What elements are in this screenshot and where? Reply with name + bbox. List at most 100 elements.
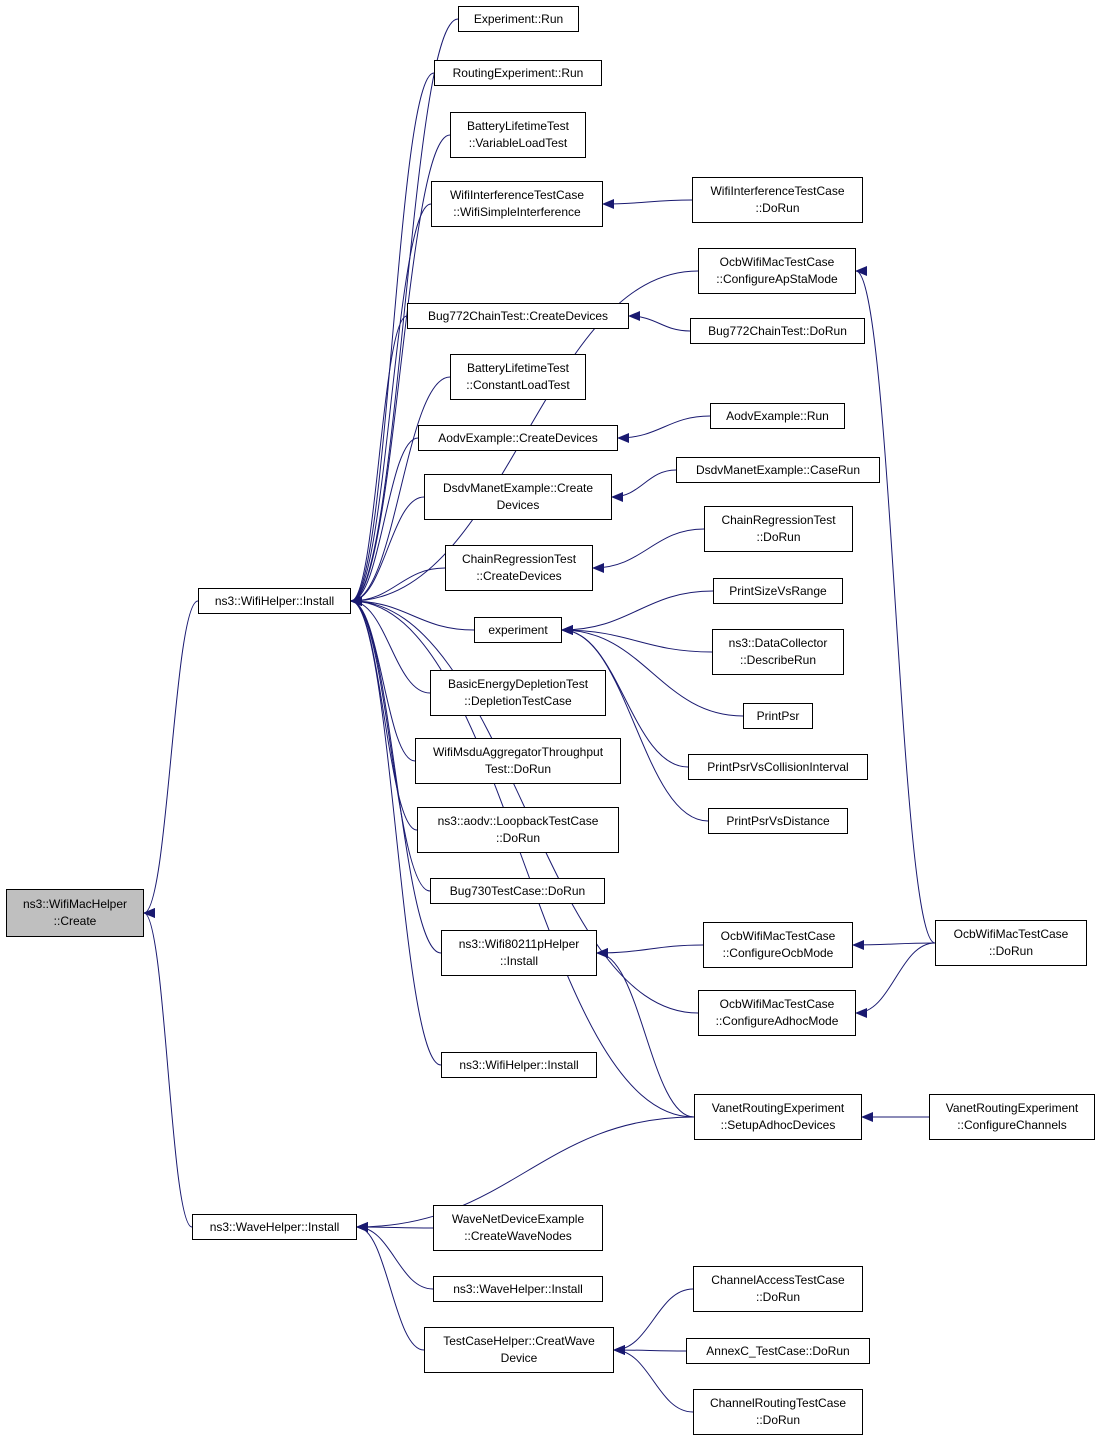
call-edge-dsdv_caserun-to-dsdv_create <box>611 469 677 502</box>
caller-node-wifiinterf-dorun[interactable]: WifiInterferenceTestCase::DoRun <box>692 177 863 223</box>
node-label-line: OcbWifiMacTestCase <box>719 997 835 1011</box>
node-label-line: Test::DoRun <box>484 762 552 776</box>
node-label-line: PrintPsrVsDistance <box>726 813 830 828</box>
call-edge-wifihelper_install2-to-wifihelper_install <box>350 596 442 1066</box>
node-label-line: Device <box>500 1351 538 1365</box>
node-label-line: Bug772ChainTest::DoRun <box>708 323 847 338</box>
call-edge-testcase_creat-to-wavehelper_install <box>356 1222 425 1351</box>
caller-node-ocb-ocbmode[interactable]: OcbWifiMacTestCase::ConfigureOcbMode <box>703 922 853 968</box>
call-edge-chain_dorun-to-chain_create <box>592 528 705 573</box>
node-label-line: ::WifiSimpleInterference <box>453 205 581 219</box>
call-edge-ocb_dorun-to-ocb_ocbmode <box>852 939 936 950</box>
node-label-line: ::ConfigureChannels <box>957 1118 1067 1132</box>
caller-node-channelrouting[interactable]: ChannelRoutingTestCase::DoRun <box>693 1389 863 1435</box>
node-label-line: ::DepletionTestCase <box>464 694 572 708</box>
caller-node-battery-constant[interactable]: BatteryLifetimeTest::ConstantLoadTest <box>450 354 586 400</box>
caller-node-bug772-create[interactable]: Bug772ChainTest::CreateDevices <box>407 303 629 329</box>
call-edge-bug730-to-wifihelper_install <box>350 596 431 892</box>
call-edge-routingexp_run-to-wifihelper_install <box>350 72 435 606</box>
caller-node-bug772-dorun[interactable]: Bug772ChainTest::DoRun <box>690 318 865 344</box>
call-edge-channelaccess-to-testcase_creat <box>613 1288 694 1355</box>
call-edge-aodv_create-to-wifihelper_install <box>350 437 419 606</box>
node-label-line: ::VariableLoadTest <box>468 136 568 150</box>
node-label-line: BatteryLifetimeTest <box>466 361 570 375</box>
call-edge-printpsr_distance-to-experiment <box>561 625 709 822</box>
node-label-line: ns3::WifiMacHelper <box>22 897 128 911</box>
caller-node-wifi80211p[interactable]: ns3::Wifi80211pHelper::Install <box>441 930 597 976</box>
node-label-line: VanetRoutingExperiment <box>945 1101 1079 1115</box>
caller-node-experiment[interactable]: experiment <box>474 617 562 643</box>
call-edge-chain_create-to-wifihelper_install <box>350 567 446 606</box>
node-label-line: ChannelRoutingTestCase <box>709 1396 847 1410</box>
call-edge-wavehelper_install-to-root <box>143 908 193 1228</box>
call-edge-ocb_dorun-to-ocb_apsta <box>855 266 936 944</box>
caller-node-printpsr[interactable]: PrintPsr <box>743 703 813 729</box>
node-label-line: OcbWifiMacTestCase <box>719 255 835 269</box>
caller-node-printpsr-distance[interactable]: PrintPsrVsDistance <box>708 808 848 834</box>
node-label-line: VanetRoutingExperiment <box>711 1101 845 1115</box>
caller-node-bug730[interactable]: Bug730TestCase::DoRun <box>430 878 605 904</box>
call-edge-wifihelper_install-to-root <box>143 600 199 918</box>
caller-node-aodv-loopback[interactable]: ns3::aodv::LoopbackTestCase::DoRun <box>417 807 619 853</box>
caller-node-vanet-configure[interactable]: VanetRoutingExperiment::ConfigureChannel… <box>929 1094 1095 1140</box>
call-edge-ocb_dorun-to-ocb_adhoc <box>855 942 936 1018</box>
node-label-line: ::Create <box>53 914 97 928</box>
node-label-line: OcbWifiMacTestCase <box>953 927 1069 941</box>
caller-node-experiment-run[interactable]: Experiment::Run <box>458 6 579 32</box>
caller-node-wavehelper-install2[interactable]: ns3::WaveHelper::Install <box>433 1276 603 1302</box>
node-label-line: PrintPsr <box>756 708 800 723</box>
node-label-line: WifiMsduAggregatorThroughput <box>432 745 604 759</box>
node-label-line: ::CreateDevices <box>476 569 562 583</box>
call-edge-printsizevsrange-to-experiment <box>561 590 714 635</box>
caller-node-printpsr-collision[interactable]: PrintPsrVsCollisionInterval <box>688 754 868 780</box>
call-edge-battery_constant-to-wifihelper_install <box>350 376 451 606</box>
caller-node-wavenet-create[interactable]: WaveNetDeviceExample::CreateWaveNodes <box>433 1205 603 1251</box>
caller-node-wifihelper-install2[interactable]: ns3::WifiHelper::Install <box>441 1052 597 1078</box>
node-label-line: PrintPsrVsCollisionInterval <box>707 759 849 774</box>
call-edge-printpsr-to-experiment <box>561 625 744 717</box>
caller-node-wifihelper-install[interactable]: ns3::WifiHelper::Install <box>198 588 351 614</box>
caller-node-datacollector[interactable]: ns3::DataCollector::DescribeRun <box>712 629 844 675</box>
caller-node-wifiinterf-simple[interactable]: WifiInterferenceTestCase::WifiSimpleInte… <box>431 181 603 227</box>
call-edge-vanet_setup-to-wifi80211p <box>596 948 695 1118</box>
caller-node-aodv-create[interactable]: AodvExample::CreateDevices <box>418 425 618 451</box>
caller-node-battery-variable[interactable]: BatteryLifetimeTest::VariableLoadTest <box>450 112 586 158</box>
caller-node-chain-create[interactable]: ChainRegressionTest::CreateDevices <box>445 545 593 591</box>
node-label-line: ::DoRun <box>495 831 541 845</box>
caller-node-basicenergy[interactable]: BasicEnergyDepletionTest::DepletionTestC… <box>430 670 606 716</box>
caller-node-wavehelper-install[interactable]: ns3::WaveHelper::Install <box>192 1214 357 1240</box>
node-label-line: ::ConfigureApStaMode <box>716 272 838 286</box>
node-label-line: Bug772ChainTest::CreateDevices <box>427 308 609 323</box>
call-edge-annexc-to-testcase_creat <box>613 1345 687 1356</box>
node-label-line: Experiment::Run <box>473 11 564 26</box>
caller-node-printsizevsrange[interactable]: PrintSizeVsRange <box>713 578 843 604</box>
call-edge-wifiinterf_dorun-to-wifiinterf_simple <box>602 198 693 209</box>
caller-node-aodv-run[interactable]: AodvExample::Run <box>710 403 845 429</box>
node-label-line: AodvExample::Run <box>726 408 829 423</box>
call-edge-channelrouting-to-testcase_creat <box>613 1345 694 1413</box>
caller-node-annexc[interactable]: AnnexC_TestCase::DoRun <box>686 1338 870 1364</box>
caller-node-channelaccess[interactable]: ChannelAccessTestCase::DoRun <box>693 1266 863 1312</box>
node-label-line: DsdvManetExample::Create <box>442 481 594 495</box>
caller-node-ocb-adhoc[interactable]: OcbWifiMacTestCase::ConfigureAdhocMode <box>698 990 856 1036</box>
node-label-line: ChannelAccessTestCase <box>711 1273 845 1287</box>
caller-node-vanet-setup[interactable]: VanetRoutingExperiment::SetupAdhocDevice… <box>694 1094 862 1140</box>
node-label-line: ns3::Wifi80211pHelper <box>458 937 580 951</box>
caller-node-ocb-apsta[interactable]: OcbWifiMacTestCase::ConfigureApStaMode <box>698 248 856 294</box>
call-edge-datacollector-to-experiment <box>561 625 713 653</box>
caller-node-dsdv-caserun[interactable]: DsdvManetExample::CaseRun <box>676 457 880 483</box>
root-node-root: ns3::WifiMacHelper::Create <box>6 889 144 937</box>
caller-node-routingexp-run[interactable]: RoutingExperiment::Run <box>434 60 602 86</box>
call-edge-vanet_setup-to-wifihelper_install <box>350 596 695 1118</box>
node-label-line: ChainRegressionTest <box>721 513 836 527</box>
call-edge-wavehelper_install2-to-wavehelper_install <box>356 1222 434 1290</box>
caller-node-chain-dorun[interactable]: ChainRegressionTest::DoRun <box>704 506 853 552</box>
node-label-line: ::DoRun <box>755 201 800 215</box>
node-label-line: ::DoRun <box>755 1413 801 1427</box>
caller-node-ocb-dorun[interactable]: OcbWifiMacTestCase::DoRun <box>935 920 1087 966</box>
call-edge-aodv_loopback-to-wifihelper_install <box>350 596 418 831</box>
